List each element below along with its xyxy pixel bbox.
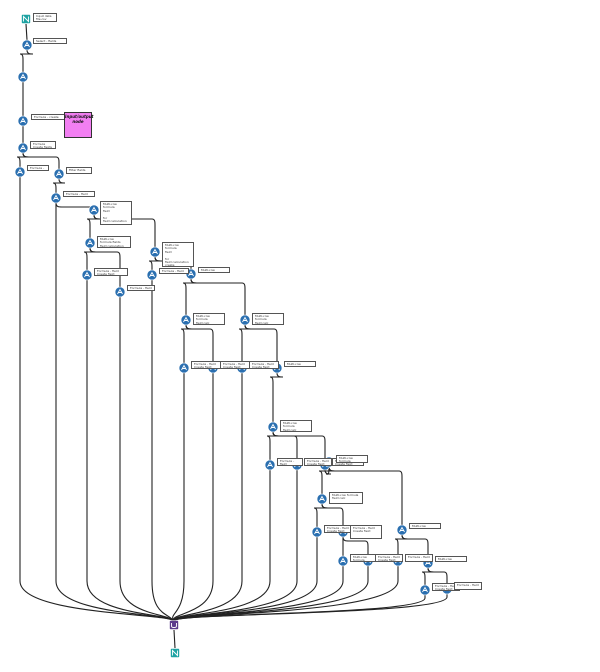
select-icon[interactable] <box>149 246 161 258</box>
select-icon[interactable] <box>396 524 408 536</box>
select-icon[interactable] <box>88 204 100 216</box>
node-label: Formula - field Create field <box>277 458 303 466</box>
node-label: Formula - field <box>63 191 95 197</box>
filter-icon[interactable] <box>17 71 29 83</box>
node-label: Formula - field <box>454 582 482 590</box>
node-label: Input data file.csv <box>33 13 57 22</box>
node-label: Multi-row formula field for field calcul… <box>100 201 132 225</box>
node-label: Multi-row formula field calc <box>252 313 284 325</box>
node-label: Multi-row formula field calc <box>280 420 312 432</box>
connector-line <box>321 503 344 527</box>
connector-line <box>93 214 156 247</box>
node-label: Formula - field Create field <box>191 361 221 369</box>
node-label: Formula - field Create field <box>375 554 403 562</box>
node-label: Multi-row formula <box>284 361 316 367</box>
formula-icon[interactable] <box>311 526 323 538</box>
formula-icon[interactable] <box>14 166 26 178</box>
connector-line <box>83 247 97 270</box>
connector-line <box>324 456 332 475</box>
union-icon[interactable] <box>169 620 179 630</box>
node-label: Formula - field <box>27 165 49 171</box>
output-data-icon[interactable] <box>170 648 180 658</box>
node-label: Multi-row formula <box>409 523 441 529</box>
select-icon[interactable] <box>239 314 251 326</box>
connector-line <box>173 566 369 622</box>
connector-line <box>22 152 60 169</box>
node-label: Multi-row formula <box>435 556 467 562</box>
formula-icon[interactable] <box>264 459 276 471</box>
node-label: Formula - field Create field <box>324 525 352 533</box>
connector-line <box>185 324 214 363</box>
connector-line <box>173 373 214 622</box>
formula-icon[interactable] <box>419 584 431 596</box>
node-label: Filter fields <box>66 167 92 174</box>
formula-icon[interactable] <box>178 362 190 374</box>
connector-line <box>151 280 175 622</box>
connector-line <box>173 594 448 622</box>
connector-line <box>89 247 121 287</box>
connector-line <box>52 178 66 193</box>
select-icon[interactable] <box>316 493 328 505</box>
node-label: Formula Create fields <box>30 141 56 149</box>
connector-line <box>173 470 271 622</box>
formula-icon[interactable] <box>81 269 93 281</box>
node-label: Formula - field Create field <box>350 525 382 539</box>
node-label: Select - fields <box>33 38 67 44</box>
node-label: Multi-row formula field calc <box>350 554 378 562</box>
node-label: Formula - field Create field <box>249 361 279 369</box>
select-icon[interactable] <box>337 555 349 567</box>
connector-line <box>342 536 369 556</box>
formula-icon[interactable] <box>17 115 29 127</box>
input-data-icon[interactable] <box>21 14 31 24</box>
node-label: Formula - field Create field <box>94 268 128 276</box>
node-label: Formula - field <box>159 268 189 274</box>
formula-icon[interactable] <box>114 286 126 298</box>
node-label: Multi-row formula <box>336 455 368 463</box>
connector-line <box>182 278 198 315</box>
connector-line <box>173 470 298 622</box>
connector-line <box>25 23 28 41</box>
connector-line <box>238 324 252 363</box>
connector-line <box>119 297 175 622</box>
node-label: Formula - field <box>127 285 155 291</box>
connector-line <box>401 534 429 558</box>
select-icon[interactable] <box>53 168 65 180</box>
node-label: Formula - create field <box>31 114 65 120</box>
connector-line <box>55 203 175 622</box>
connector-line <box>244 324 278 363</box>
connector-line <box>173 629 176 649</box>
node-label: Multi-row formula field for field calcul… <box>162 242 194 267</box>
connector-line <box>427 567 448 584</box>
node-label: Multi-row formula <box>198 267 230 273</box>
connector-line <box>180 324 193 363</box>
connector-lines <box>16 23 448 649</box>
node-label: Multi-row formula field calc <box>193 313 225 325</box>
select-icon[interactable] <box>21 39 33 51</box>
connector-line <box>272 431 326 460</box>
node-label: Multi-row formula fields field calculati… <box>97 236 131 248</box>
comment-box[interactable]: Input/output node <box>64 112 94 138</box>
formula-icon[interactable] <box>50 192 62 204</box>
connector-line <box>328 466 403 525</box>
node-label: Formula - field <box>405 554 433 562</box>
connector-line <box>269 372 284 422</box>
connector-line <box>172 373 185 622</box>
select-icon[interactable] <box>84 237 96 249</box>
formula-icon[interactable] <box>146 269 158 281</box>
select-icon[interactable] <box>267 421 279 433</box>
node-label: Formula - field Create field <box>220 361 250 369</box>
node-label: Formula - field Create field <box>304 458 332 466</box>
connector-line <box>394 534 409 556</box>
formula-icon[interactable] <box>17 142 29 154</box>
node-label: Multi-row formula field calc <box>329 492 363 504</box>
connector-line <box>86 280 175 622</box>
connector-line <box>55 202 95 209</box>
select-icon[interactable] <box>180 314 192 326</box>
connector-line <box>19 49 34 72</box>
connector-line <box>190 278 246 315</box>
